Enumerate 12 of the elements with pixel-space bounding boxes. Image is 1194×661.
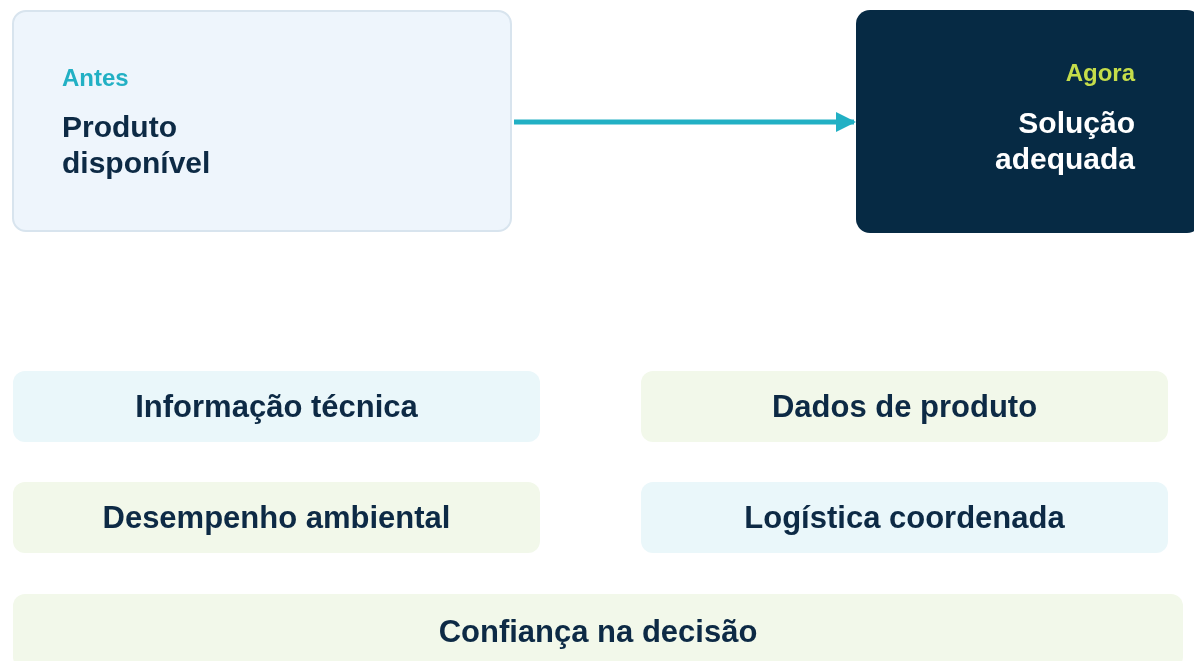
arrow <box>514 112 856 132</box>
state-card <box>856 10 1194 233</box>
state-title: Solução adequada <box>993 105 1135 177</box>
now-label: Agora <box>1065 58 1135 88</box>
before-label: Antes <box>62 63 129 93</box>
state-card <box>12 10 512 232</box>
topic-label: Dados de produto <box>770 387 1039 426</box>
topic-label: Desempenho ambiental <box>101 498 452 537</box>
topic-label: Informação técnica <box>134 387 419 426</box>
topic-label: Logística coordenada <box>743 498 1066 537</box>
topic-label: Confiança na decisão <box>437 612 759 651</box>
state-title: Produto disponível <box>62 109 212 181</box>
